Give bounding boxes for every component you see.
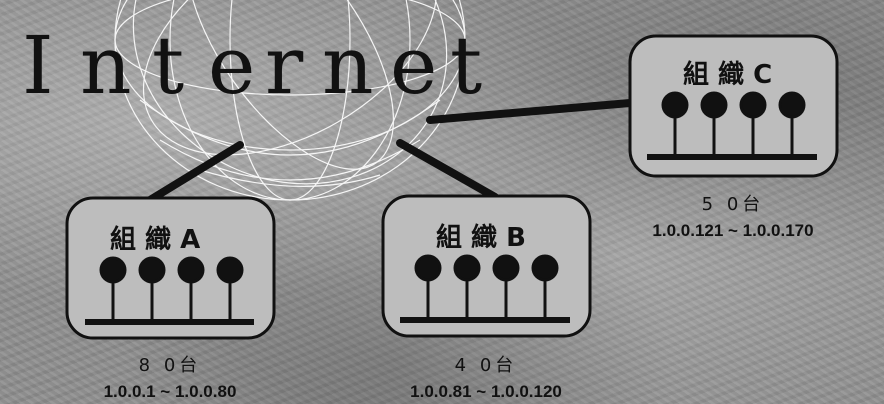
internet-letter: e	[390, 19, 437, 112]
internet-letter: e	[208, 19, 255, 112]
internet-letter: n	[322, 19, 374, 112]
link-org-b	[396, 139, 499, 201]
org-c-count: 5 0台	[702, 194, 765, 215]
org-a-count: 8 0台	[139, 355, 202, 376]
org-a-label: 組 織 A	[110, 224, 200, 255]
connection-links	[146, 99, 634, 204]
internet-globe-icon	[114, 0, 466, 201]
internet-title: I n t e r n e t	[22, 19, 482, 112]
org-a-range: 1.0.0.1 ~ 1.0.0.80	[104, 382, 237, 401]
org-c-lan-icon	[647, 91, 817, 160]
internet-letter: t	[450, 19, 482, 112]
org-c-node: 組 織 C 5 0台 1.0.0.121 ~ 1.0.0.170	[628, 34, 839, 240]
org-c-label: 組 織 C	[683, 59, 772, 90]
org-a-box	[65, 196, 276, 340]
org-b-range: 1.0.0.81 ~ 1.0.0.120	[410, 382, 562, 401]
internet-letter: t	[152, 19, 184, 112]
link-org-c	[426, 99, 634, 124]
internet-letter: r	[265, 19, 304, 112]
org-b-count: 4 0台	[455, 355, 518, 376]
internet-letter: I	[22, 19, 54, 112]
org-b-label: 組 織 B	[436, 222, 526, 253]
internet-letter: n	[80, 19, 132, 112]
org-c-box	[628, 34, 839, 178]
org-b-box	[381, 194, 592, 338]
link-org-a	[146, 141, 244, 204]
org-a-lan-icon	[85, 256, 254, 325]
org-c-range: 1.0.0.121 ~ 1.0.0.170	[652, 221, 813, 240]
org-b-lan-icon	[400, 254, 570, 323]
org-b-node: 組 織 B 4 0台 1.0.0.81 ~ 1.0.0.120	[381, 194, 592, 401]
org-a-node: 組 織 A 8 0台 1.0.0.1 ~ 1.0.0.80	[65, 196, 276, 401]
